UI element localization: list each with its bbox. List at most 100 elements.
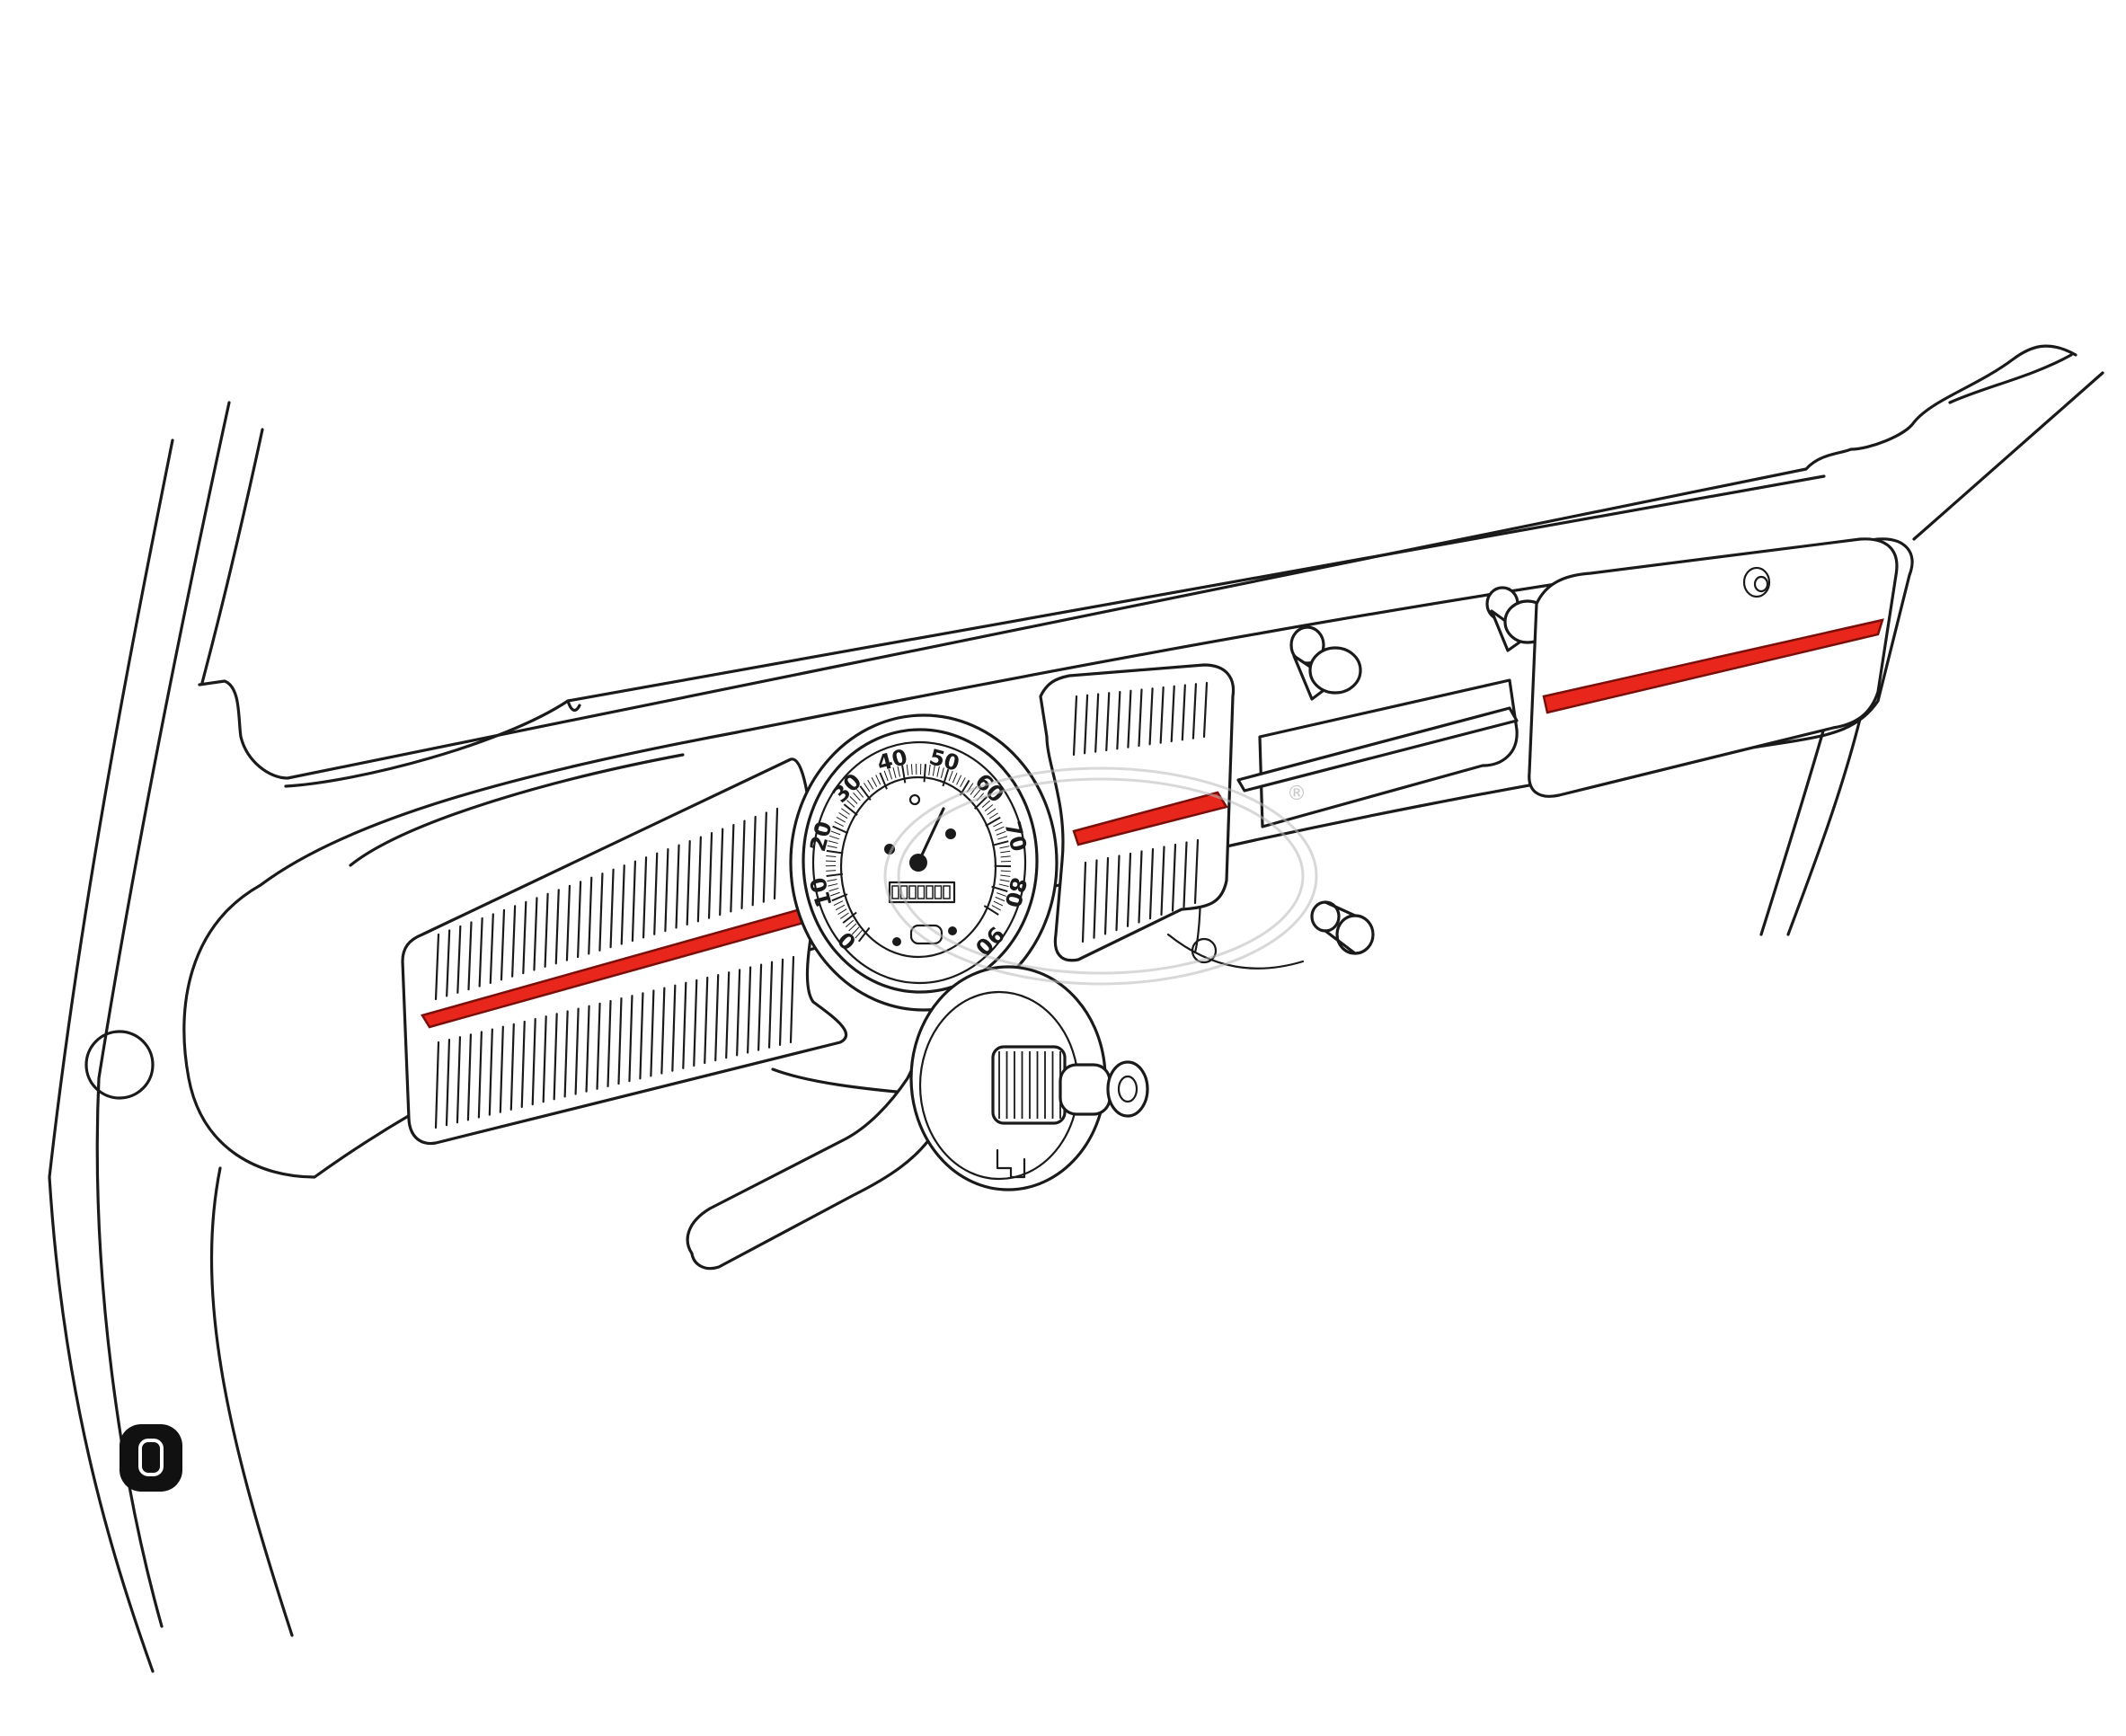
grille-slot: [598, 872, 604, 952]
grille-slot: [434, 1041, 440, 1129]
grille-slot: [682, 981, 687, 1069]
grille-slot: [1183, 841, 1188, 908]
grille-slot: [544, 892, 549, 968]
grille-slot: [650, 989, 655, 1077]
speedometer-tick: [897, 766, 900, 777]
grille-slot: [1181, 684, 1186, 741]
grille-slot: [747, 966, 752, 1054]
grille-slot: [736, 969, 741, 1057]
odometer-digit: [908, 885, 917, 899]
grille-slot: [553, 1013, 558, 1101]
speedometer-tick: [991, 885, 1008, 892]
grille-slot: [1138, 688, 1143, 748]
speedometer-tick: [843, 803, 858, 816]
speedometer-tick: [892, 767, 897, 778]
grille-slot: [773, 807, 779, 900]
grille-slot: [522, 900, 527, 975]
speedometer-tick: [826, 870, 837, 872]
speedometer-tick: [859, 785, 872, 801]
steering-thread: [1059, 1063, 1112, 1116]
grille-slot: [789, 955, 795, 1044]
speedometer-tick: [981, 800, 991, 808]
speedometer-tick: [826, 855, 837, 857]
speedometer-tick: [973, 789, 981, 799]
speedometer-tick: [993, 821, 1003, 828]
grille-slot: [1160, 846, 1165, 917]
speedometer-tick: [830, 830, 841, 836]
radio-blanking-plate: [1236, 678, 1519, 828]
speedometer-tick: [910, 764, 913, 775]
grille-slot: [509, 1023, 515, 1111]
grille-slot: [664, 848, 669, 933]
speedometer-tick: [837, 908, 847, 916]
speedometer-tick: [883, 770, 889, 782]
grille-slot: [456, 925, 462, 994]
grille-slot: [1126, 852, 1132, 927]
grille-slot: [778, 958, 784, 1046]
grille-slot: [609, 868, 615, 949]
grille-slot: [531, 1017, 536, 1106]
grille-slot: [1191, 683, 1198, 740]
grille-slot: [585, 1005, 590, 1093]
grille-slot: [1115, 855, 1121, 932]
speedometer-tick: [836, 816, 846, 823]
grille-slot: [1094, 693, 1100, 753]
indicator-light-top: [908, 793, 921, 806]
grille-slot: [660, 987, 666, 1075]
grille-slot: [686, 840, 691, 926]
speedometer-tick: [829, 891, 840, 897]
speedometer-tick: [995, 826, 1005, 831]
grille-slot: [762, 811, 767, 903]
grille-slot: [446, 929, 451, 997]
speedometer-tick: [948, 770, 953, 782]
speedometer-tick: [1000, 870, 1011, 872]
speedometer-tick: [999, 879, 1010, 882]
speedometer-tick: [936, 766, 940, 777]
grille-slot: [499, 1025, 504, 1113]
grille-slot: [434, 933, 440, 1001]
grille-slot: [467, 921, 473, 991]
speedometer-tick: [831, 893, 848, 902]
speedometer-ticks: [825, 764, 1012, 943]
speedometer-tick: [827, 879, 837, 882]
grille-slot: [445, 1039, 451, 1127]
speedometer-tick: [846, 800, 855, 808]
glovebox-trim-strip: [1542, 618, 1884, 714]
right-trim-strip: [1072, 791, 1228, 846]
speedometer-tick: [848, 923, 857, 932]
speedometer-tick: [960, 777, 966, 788]
speedometer-tick: [845, 919, 855, 928]
grille-slot: [639, 992, 644, 1080]
light-switch-knob: [1485, 586, 1552, 652]
grille-slot: [740, 819, 746, 909]
grille-slot: [542, 1015, 547, 1103]
speedometer-tick: [1000, 874, 1011, 877]
grille-slot: [563, 1010, 569, 1098]
grille-slot: [574, 1007, 580, 1095]
grille-slot: [1159, 686, 1165, 744]
grille-slot: [1202, 681, 1209, 739]
speedometer-tick: [855, 789, 864, 798]
speedometer-tick: [851, 926, 860, 935]
speedometer-tick: [942, 768, 950, 787]
pillar-hole: [84, 1030, 155, 1100]
speedometer-tick: [842, 911, 857, 924]
grille-slot: [714, 974, 720, 1062]
grille-slot: [719, 828, 724, 917]
speedometer-tick: [857, 926, 871, 943]
odometer-digit: [891, 885, 899, 899]
speedometer-tick: [928, 764, 931, 775]
odometer-digit: [943, 885, 951, 899]
grille-slot: [1148, 847, 1155, 920]
grille-slot: [607, 999, 612, 1088]
grille-slot: [693, 979, 698, 1067]
speedometer-tick: [875, 775, 881, 785]
grille-slot: [1103, 856, 1110, 935]
grille-slot: [1193, 838, 1200, 905]
grille-slot: [725, 971, 731, 1059]
speedometer-tick: [855, 929, 863, 939]
speedometer-tick: [1000, 855, 1011, 858]
speedometer-tick: [864, 783, 871, 793]
grille-slot: [671, 984, 677, 1072]
speedometer-tick: [841, 808, 850, 815]
